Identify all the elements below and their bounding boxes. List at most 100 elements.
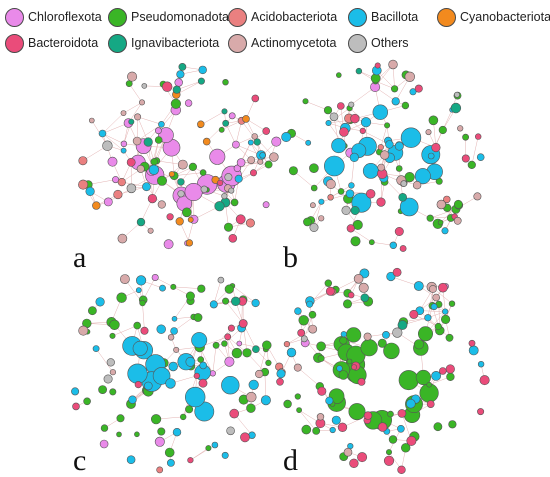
network-node-bacillota xyxy=(382,330,390,339)
network-edge xyxy=(137,116,162,125)
network-node-others xyxy=(228,187,235,194)
network-node-ignavibacteriota xyxy=(143,137,153,147)
network-edge xyxy=(215,327,232,346)
network-node-pseudomonadota xyxy=(346,358,353,365)
network-node-chloroflexota xyxy=(103,197,113,207)
network-node-bacteroidota xyxy=(317,386,327,396)
network-node-bacillota xyxy=(260,395,271,406)
network-node-bacillota xyxy=(276,369,286,379)
network-node-pseudomonadota xyxy=(185,405,194,414)
network-node-bacillota xyxy=(424,314,432,322)
network-edge xyxy=(213,280,222,305)
legend-item-pseudomonadota: Pseudomonadota xyxy=(108,6,229,28)
network-node-pseudomonadota xyxy=(242,348,252,358)
network-node-others xyxy=(392,327,403,338)
network-node-pseudomonadota xyxy=(133,321,141,330)
legend-swatch-bacillota xyxy=(348,7,367,27)
network-node-bacillota xyxy=(391,97,400,106)
network-node-actinomycetota xyxy=(358,282,369,293)
network-edge xyxy=(430,208,456,219)
network-node-bacillota xyxy=(95,297,105,307)
network-node-bacillota xyxy=(172,428,182,437)
network-node-bacteroidota xyxy=(383,455,395,466)
network-node-bacteroidota xyxy=(297,328,306,337)
network-node-pseudomonadota xyxy=(308,310,317,319)
legend-label-pseudomonadota: Pseudomonadota xyxy=(131,10,229,24)
network-node-bacillota xyxy=(397,424,405,433)
network-node-actinomycetota xyxy=(404,71,415,83)
network-node-pseudomonadota xyxy=(150,158,158,166)
network-node-others xyxy=(348,101,355,108)
network-node-pseudomonadota xyxy=(445,333,454,342)
network-node-bacteroidota xyxy=(276,377,284,386)
network-node-bacillota xyxy=(286,347,297,358)
network-node-pseudomonadota xyxy=(134,431,140,438)
network-edge xyxy=(225,123,237,145)
network-node-acidobacteriota xyxy=(78,179,89,190)
network-node-pseudomonadota xyxy=(218,126,225,133)
network-node-bacteroidota xyxy=(438,367,447,375)
network-node-actinomycetota xyxy=(436,199,446,210)
network-node-pseudomonadota xyxy=(182,207,192,218)
network-node-ignavibacteriota xyxy=(197,77,205,85)
network-node-bacillota xyxy=(191,332,208,349)
network-edge xyxy=(176,80,202,95)
network-node-others xyxy=(400,180,408,187)
network-node-chloroflexota xyxy=(228,112,236,120)
network-edge xyxy=(173,286,202,289)
network-node-pseudomonadota xyxy=(157,175,168,186)
network-node-actinomycetota xyxy=(78,325,89,336)
network-node-bacteroidota xyxy=(359,127,366,134)
network-node-bacteroidota xyxy=(227,324,235,332)
panel-label-c: c xyxy=(73,444,86,477)
network-node-pseudomonadota xyxy=(437,219,444,226)
network-node-pseudomonadota xyxy=(309,163,319,173)
network-node-bacillota xyxy=(152,367,171,385)
network-node-bacillota xyxy=(413,281,424,291)
network-node-bacteroidota xyxy=(217,179,224,186)
network-node-pseudomonadota xyxy=(346,327,362,343)
network-node-bacillota xyxy=(142,182,151,192)
network-node-others xyxy=(224,173,233,182)
network-node-bacteroidota xyxy=(366,189,376,199)
network-node-pseudomonadota xyxy=(441,314,451,325)
network-node-bacteroidota xyxy=(251,94,260,103)
network-node-pseudomonadota xyxy=(100,424,109,432)
network-node-bacteroidota xyxy=(238,319,248,328)
network-node-pseudomonadota xyxy=(83,397,91,406)
network-node-pseudomonadota xyxy=(338,370,349,380)
network-node-bacteroidota xyxy=(134,381,142,389)
network-node-bacteroidota xyxy=(397,409,407,418)
network-node-bacillota xyxy=(399,197,419,217)
network-node-chloroflexota xyxy=(184,99,193,107)
network-node-acidobacteriota xyxy=(117,178,126,187)
network-node-pseudomonadota xyxy=(401,101,410,110)
network-node-pseudomonadota xyxy=(288,166,298,176)
network-node-bacillota xyxy=(325,396,334,405)
network-node-pseudomonadota xyxy=(283,399,292,409)
network-node-bacteroidota xyxy=(166,213,174,221)
legend-swatch-acidobacteriota xyxy=(228,7,247,27)
network-node-actinomycetota xyxy=(412,181,422,190)
network-node-bacteroidota xyxy=(224,333,232,341)
network-node-bacillota xyxy=(431,370,441,381)
network-node-pseudomonadota xyxy=(413,339,425,350)
network-node-actinomycetota xyxy=(269,152,279,162)
network-node-bacillota xyxy=(176,70,185,79)
legend-item-cyanobacteriota: Cyanobacteriota xyxy=(437,6,550,28)
network-node-pseudomonadota xyxy=(360,339,378,357)
network-node-bacillota xyxy=(259,152,266,159)
network-node-bacillota xyxy=(386,271,396,282)
network-node-actinomycetota xyxy=(255,369,264,379)
network-node-ignavibacteriota xyxy=(177,178,185,186)
network-node-bacteroidota xyxy=(374,62,381,69)
network-edge xyxy=(200,111,225,126)
network-node-bacteroidota xyxy=(235,214,246,225)
network-node-actinomycetota xyxy=(177,159,188,170)
network-node-actinomycetota xyxy=(377,163,386,172)
network-node-others xyxy=(177,190,185,198)
network-node-bacteroidota xyxy=(357,377,366,386)
network-node-acidobacteriota xyxy=(245,218,255,228)
network-node-actinomycetota xyxy=(353,273,364,284)
